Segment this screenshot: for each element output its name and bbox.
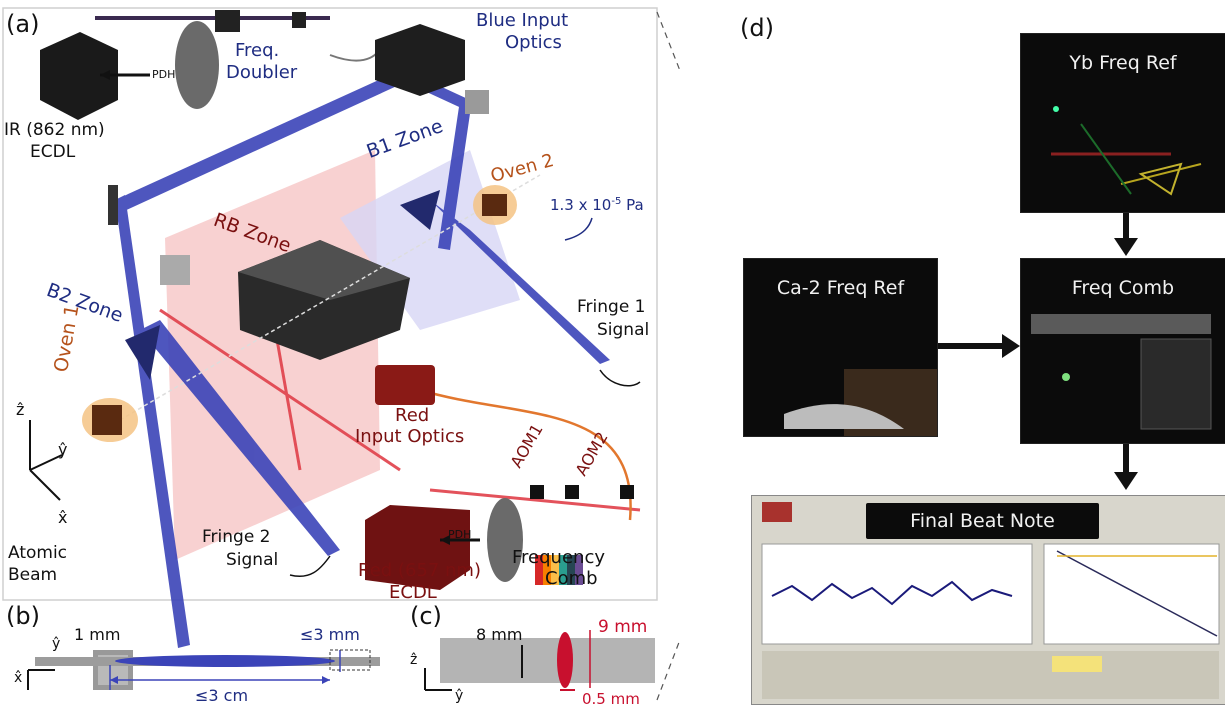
yb-freq-ref-title: Yb Freq Ref	[1069, 52, 1177, 74]
ir-cavity	[175, 21, 219, 109]
axis-z-label-c: ẑ	[410, 652, 418, 668]
blue-input-optics-box	[375, 24, 465, 96]
atomic-beam-label-2: Beam	[8, 565, 58, 585]
arrow-comb-to-beat	[1114, 472, 1138, 490]
zoom-line-bottom	[656, 638, 680, 701]
final-beat-note-box	[751, 495, 1225, 705]
panel-c-label: (c)	[410, 602, 442, 630]
red-beam-1	[159, 308, 401, 472]
axes-c	[424, 668, 452, 691]
freq-comb-rainbow	[535, 555, 583, 585]
ir-laser-body	[40, 32, 118, 120]
mirror-b1	[465, 90, 489, 114]
blue-input-label: Blue Input	[476, 10, 569, 31]
blue-input-label-2: Optics	[505, 32, 562, 53]
fringe-2-label: Fringe 2	[202, 527, 271, 547]
blue-beam-left	[115, 195, 190, 648]
dim-9mm-label: 9 mm	[598, 617, 648, 637]
arrow-yb-to-comb	[1114, 238, 1138, 256]
arrow-ca-to-comb	[1002, 334, 1020, 358]
axes-a	[29, 420, 63, 501]
yb-photo-art	[1051, 106, 1202, 196]
panel-c-beam-block	[440, 638, 655, 683]
red-laser-label: Red (657 nm)	[358, 560, 481, 581]
ca-freq-ref-title: Ca-2 Freq Ref	[776, 277, 905, 299]
ca-photo-art	[784, 369, 937, 436]
fringe-1-label-2: Signal	[597, 320, 650, 340]
axis-z-label-a: ẑ	[16, 400, 25, 419]
comb-photo-art	[1031, 314, 1212, 430]
red-input-optics-box	[375, 365, 435, 405]
panel-a-label: (a)	[6, 10, 40, 38]
freq-comb-label-2: Comb	[545, 568, 598, 589]
axis-x-label-a: x̂	[58, 508, 68, 527]
ir-laser-label: IR (862 nm)	[4, 120, 105, 140]
fringe-1-label: Fringe 1	[577, 297, 646, 317]
dim-3mm-label: ≤3 mm	[300, 625, 360, 644]
mirror-b2	[160, 255, 190, 285]
axis-y-label-a: ŷ	[58, 440, 68, 459]
blue-beam-top	[115, 68, 410, 212]
axis-y-label-b: ŷ	[52, 636, 61, 652]
atomic-beam-label: Atomic	[8, 543, 68, 563]
rb-zone-plane	[165, 150, 380, 560]
pdh-label-top: PDH	[152, 68, 176, 81]
final-beat-note-title: Final Beat Note	[866, 503, 1099, 539]
panel-a-drawing	[2, 7, 680, 701]
panel-d-label: (d)	[740, 14, 774, 42]
axis-x-label-b: x̂	[14, 670, 23, 686]
blue-beam-fringe1	[430, 200, 610, 364]
red-laser-label-2: ECDL	[389, 582, 437, 603]
fringe-2-label-2: Signal	[226, 550, 279, 570]
blue-beam-fringe2	[140, 320, 340, 556]
panel-c-red-beam	[557, 632, 573, 688]
dim-8mm-label: 8 mm	[476, 625, 523, 644]
freq-comb-label: Frequency	[512, 547, 605, 568]
dim-1mm-label: 1 mm	[74, 625, 121, 644]
panel-b-blue-beam	[115, 655, 335, 667]
beat-screenshot-art	[761, 502, 1220, 699]
mirror-left	[108, 185, 118, 225]
dim-05mm-label: 0.5 mm	[582, 690, 640, 708]
red-cavity	[487, 498, 523, 582]
red-input-label-2: Input Optics	[355, 426, 465, 447]
ca-freq-ref-box: Ca-2 Freq Ref	[743, 258, 938, 437]
freq-comb-box: Freq Comb	[1020, 258, 1225, 444]
red-beam-input	[429, 488, 641, 512]
red-fiber	[419, 388, 632, 521]
blue-fiber	[329, 47, 381, 62]
freq-doubler-label-2: Doubler	[226, 62, 298, 83]
freq-doubler-label: Freq.	[235, 40, 280, 61]
red-input-label: Red	[395, 405, 430, 426]
axes-b	[27, 669, 55, 690]
ir-laser-label-2: ECDL	[30, 142, 76, 162]
dim-3cm-label: ≤3 cm	[195, 686, 249, 705]
freq-comb-title: Freq Comb	[1071, 277, 1175, 299]
panel-b-label: (b)	[6, 602, 40, 630]
pdh-label-bottom: PDH	[448, 528, 472, 541]
zoom-line-top	[656, 11, 680, 73]
axis-y-label-c: ŷ	[455, 688, 464, 704]
pressure-label: 1.3 x 10-5 Pa	[550, 196, 644, 214]
yb-freq-ref-box: Yb Freq Ref	[1020, 33, 1225, 213]
red-laser-body	[365, 505, 470, 590]
